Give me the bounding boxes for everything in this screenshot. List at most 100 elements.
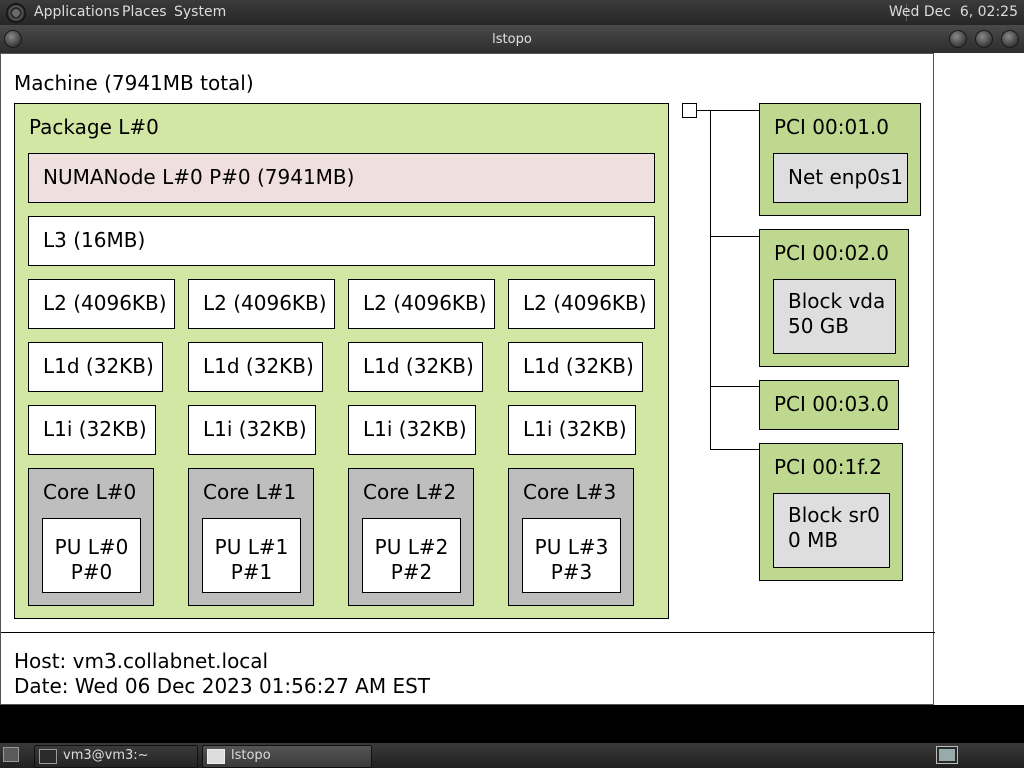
core-label: Core L#1 [203, 480, 297, 504]
pci-device-box: Block vda 50 GB [773, 279, 896, 354]
l1i-cache-box: L1i (32KB) [28, 405, 156, 455]
desktop-background [934, 53, 1024, 705]
workspace-icon[interactable] [936, 746, 958, 764]
terminal-icon [39, 749, 57, 764]
task-label: lstopo [231, 748, 271, 763]
pci-label: PCI 00:02.0 [774, 241, 889, 265]
workspace-preview [939, 749, 955, 761]
connector-line [697, 110, 759, 111]
window-icon [207, 749, 225, 764]
window-titlebar[interactable]: lstopo [0, 25, 1024, 53]
pci-device-label: Block sr0 0 MB [788, 503, 880, 552]
close-icon[interactable] [1001, 30, 1019, 48]
pu-physical-label: P#1 [230, 560, 273, 584]
l2-label: L2 (4096KB) [203, 291, 327, 315]
pu-label: PU L#2 [374, 535, 449, 559]
applications-menu[interactable]: Applications [34, 4, 120, 20]
l1d-label: L1d (32KB) [363, 354, 474, 378]
l1i-label: L1i (32KB) [523, 417, 627, 441]
core-box: Core L#1 PU L#1 P#1 [188, 468, 314, 606]
window-menu-icon[interactable] [4, 30, 22, 48]
package-label: Package L#0 [29, 115, 159, 139]
pci-device-label: Block vda 50 GB [788, 289, 886, 338]
pu-box: PU L#3 P#3 [522, 518, 621, 593]
pu-physical-label: P#2 [390, 560, 433, 584]
l2-cache-box: L2 (4096KB) [28, 279, 175, 329]
l1d-cache-box: L1d (32KB) [508, 342, 643, 392]
l1i-label: L1i (32KB) [43, 417, 147, 441]
pci-box: PCI 00:1f.2 Block sr0 0 MB [759, 443, 903, 581]
show-desktop-icon[interactable] [3, 747, 19, 762]
pci-box: PCI 00:01.0 Net enp0s1 [759, 103, 921, 216]
minimize-icon[interactable] [949, 30, 967, 48]
maximize-icon[interactable] [975, 30, 993, 48]
lstopo-canvas: Machine (7941MB total) Package L#0 NUMAN… [0, 53, 935, 705]
date-label: Date: Wed 06 Dec 2023 01:56:27 AM EST [14, 674, 431, 698]
pci-device-label: Net enp0s1 [788, 165, 904, 189]
pu-box: PU L#2 P#2 [362, 518, 461, 593]
l2-cache-box: L2 (4096KB) [188, 279, 335, 329]
l1d-label: L1d (32KB) [203, 354, 314, 378]
l1i-label: L1i (32KB) [363, 417, 467, 441]
task-label: vm3@vm3:~ [63, 748, 149, 763]
machine-label: Machine (7941MB total) [14, 71, 254, 95]
window-title: lstopo [492, 32, 532, 47]
pci-box: PCI 00:03.0 [759, 380, 899, 430]
core-box: Core L#0 PU L#0 P#0 [28, 468, 154, 606]
task-lstopo[interactable]: lstopo [202, 745, 372, 768]
pu-physical-label: P#3 [550, 560, 593, 584]
top-panel: Applications Places System Wed Dec 6, 02… [0, 0, 1024, 25]
core-label: Core L#2 [363, 480, 457, 504]
l1i-cache-box: L1i (32KB) [348, 405, 476, 455]
l1d-cache-box: L1d (32KB) [348, 342, 483, 392]
l1d-label: L1d (32KB) [523, 354, 634, 378]
pu-box: PU L#1 P#1 [202, 518, 301, 593]
system-menu[interactable]: System [174, 4, 227, 20]
numa-label: NUMANode L#0 P#0 (7941MB) [43, 165, 355, 189]
pci-label: PCI 00:1f.2 [774, 455, 882, 479]
core-label: Core L#0 [43, 480, 137, 504]
package-box: Package L#0 NUMANode L#0 P#0 (7941MB) L3… [14, 103, 669, 619]
l3-cache-box: L3 (16MB) [28, 216, 655, 266]
l3-label: L3 (16MB) [43, 228, 146, 252]
numa-node-box: NUMANode L#0 P#0 (7941MB) [28, 153, 655, 203]
pci-label: PCI 00:01.0 [774, 115, 889, 139]
pci-box: PCI 00:02.0 Block vda 50 GB [759, 229, 909, 367]
l2-cache-box: L2 (4096KB) [348, 279, 495, 329]
connector-line [710, 449, 759, 450]
l1i-label: L1i (32KB) [203, 417, 307, 441]
connector-line [710, 236, 759, 237]
host-label: Host: vm3.collabnet.local [14, 649, 269, 673]
pu-label: PU L#3 [534, 535, 609, 559]
bottom-panel: vm3@vm3:~ lstopo [0, 743, 1024, 768]
pu-physical-label: P#0 [70, 560, 113, 584]
pu-label: PU L#0 [54, 535, 129, 559]
l2-label: L2 (4096KB) [363, 291, 487, 315]
host-bridge-node [682, 103, 697, 118]
pu-box: PU L#0 P#0 [42, 518, 141, 593]
connector-line [710, 110, 711, 450]
pci-device-box: Block sr0 0 MB [773, 493, 890, 568]
places-menu[interactable]: Places [122, 4, 167, 20]
pu-label: PU L#1 [214, 535, 289, 559]
panel-separator [906, 4, 907, 21]
l1i-cache-box: L1i (32KB) [188, 405, 316, 455]
task-terminal[interactable]: vm3@vm3:~ [34, 745, 198, 768]
pci-label: PCI 00:03.0 [774, 392, 889, 416]
desktop-background-strip [0, 705, 1024, 743]
core-label: Core L#3 [523, 480, 617, 504]
pci-device-box: Net enp0s1 [773, 153, 908, 203]
l2-cache-box: L2 (4096KB) [508, 279, 655, 329]
clock[interactable]: Wed Dec 6, 02:25 [888, 4, 1018, 20]
l1d-label: L1d (32KB) [43, 354, 154, 378]
core-box: Core L#3 PU L#3 P#3 [508, 468, 634, 606]
l1d-cache-box: L1d (32KB) [188, 342, 323, 392]
connector-line [710, 386, 759, 387]
l2-label: L2 (4096KB) [43, 291, 167, 315]
core-box: Core L#2 PU L#2 P#2 [348, 468, 474, 606]
l1d-cache-box: L1d (32KB) [28, 342, 163, 392]
l1i-cache-box: L1i (32KB) [508, 405, 636, 455]
l2-label: L2 (4096KB) [523, 291, 647, 315]
distro-logo-icon[interactable] [6, 3, 26, 23]
footer-divider [1, 632, 935, 633]
